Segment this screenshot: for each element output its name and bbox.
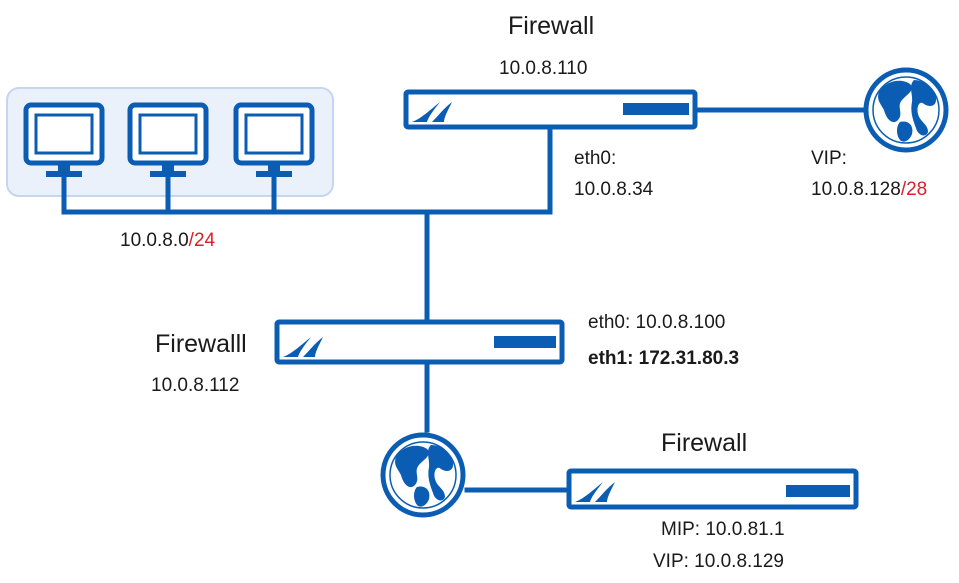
top-firewall-ip: 10.0.8.110	[499, 58, 588, 79]
lan-bus-line	[61, 127, 553, 215]
top-firewall-title: Firewall	[508, 12, 595, 40]
top-firewall-vip: 10.0.8.128/28	[811, 179, 927, 201]
bottom-firewall-mip: MIP: 10.0.81.1	[661, 519, 785, 540]
lan-network-prefix: /24	[188, 230, 216, 251]
bottom-firewall-title: Firewall	[661, 429, 748, 457]
middle-firewall-ip: 10.0.8.112	[151, 375, 240, 396]
middle-firewall-eth0: eth0: 10.0.8.100	[588, 312, 726, 333]
top-firewall-vip-network: 10.0.8.128	[811, 179, 901, 200]
top-firewall-eth0-label: eth0:	[574, 148, 617, 169]
lan-network-address: 10.0.8.0	[120, 230, 189, 251]
bottom-firewall-vip: VIP: 10.0.8.129	[653, 551, 784, 572]
lan-network-label: 10.0.8.0/24	[120, 230, 215, 252]
internet-top-globe-icon	[866, 70, 946, 150]
top-firewall-appliance-icon	[403, 89, 698, 130]
top-firewall-vip-label: VIP:	[811, 148, 847, 169]
middle-firewall-title: Firewalll	[155, 330, 247, 358]
top-firewall-eth0-ip: 10.0.8.34	[574, 179, 654, 200]
middle-firewall-eth1: eth1: 172.31.80.3	[588, 348, 740, 369]
internet-bottom-globe-icon	[383, 435, 463, 515]
top-firewall-vip-prefix: /28	[900, 179, 928, 200]
network-links	[61, 107, 869, 493]
bottom-firewall-appliance-icon	[566, 468, 859, 510]
middle-firewall-appliance-icon	[274, 319, 565, 365]
